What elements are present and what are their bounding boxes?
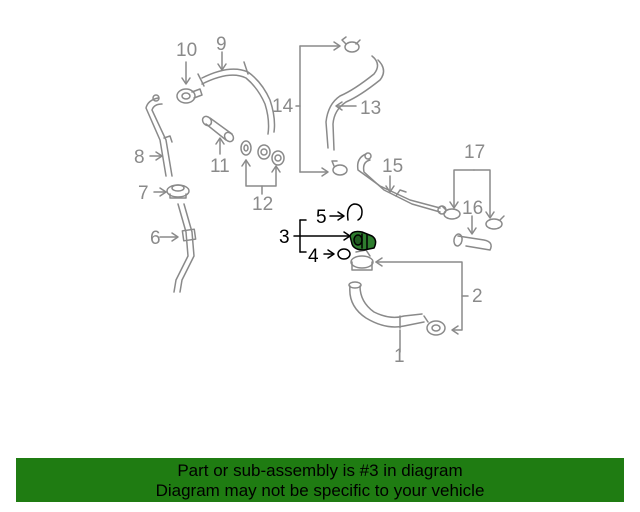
callout-11: 11 xyxy=(210,156,230,177)
callout-5: 5 xyxy=(316,207,327,228)
part-15-pipe xyxy=(356,152,447,215)
callout-16: 16 xyxy=(462,198,483,219)
part-8-pipe xyxy=(145,94,173,177)
part-17-clamps xyxy=(441,169,505,230)
part-6-pipe xyxy=(159,203,197,293)
part-10-clamp xyxy=(176,61,203,104)
callout-8: 8 xyxy=(134,147,145,168)
banner-line-1: Part or sub-assembly is #3 in diagram xyxy=(177,461,463,480)
callout-6: 6 xyxy=(150,228,161,249)
callout-12: 12 xyxy=(252,194,273,215)
callout-14: 14 xyxy=(272,96,294,117)
callout-9: 9 xyxy=(216,34,227,55)
part-9-hose xyxy=(197,51,276,135)
callout-1: 1 xyxy=(394,346,405,367)
callout-17: 17 xyxy=(464,142,485,163)
part-11-sleeve xyxy=(201,115,235,155)
callout-4: 4 xyxy=(308,246,319,267)
part-16-hose xyxy=(453,215,492,251)
part-12-seals xyxy=(240,140,285,195)
callout-10: 10 xyxy=(176,40,197,61)
info-banner: Part or sub-assembly is #3 in diagram Di… xyxy=(16,458,624,502)
callout-13: 13 xyxy=(360,98,381,119)
callout-15: 15 xyxy=(382,156,403,177)
part-7-clamp xyxy=(153,184,190,199)
part-1-hose xyxy=(348,281,425,353)
part-13-hose xyxy=(325,55,385,151)
part-14-clamps xyxy=(295,36,361,177)
callout-3-bracket xyxy=(293,211,351,259)
callout-2: 2 xyxy=(472,286,483,307)
part-2-clamps xyxy=(350,249,469,336)
callout-7: 7 xyxy=(138,183,149,204)
part-3-connector xyxy=(349,230,377,251)
part-4-o-ring xyxy=(337,248,351,260)
banner-line-2: Diagram may not be specific to your vehi… xyxy=(155,481,485,500)
part-5-spring xyxy=(346,203,363,221)
callout-3: 3 xyxy=(279,227,290,248)
